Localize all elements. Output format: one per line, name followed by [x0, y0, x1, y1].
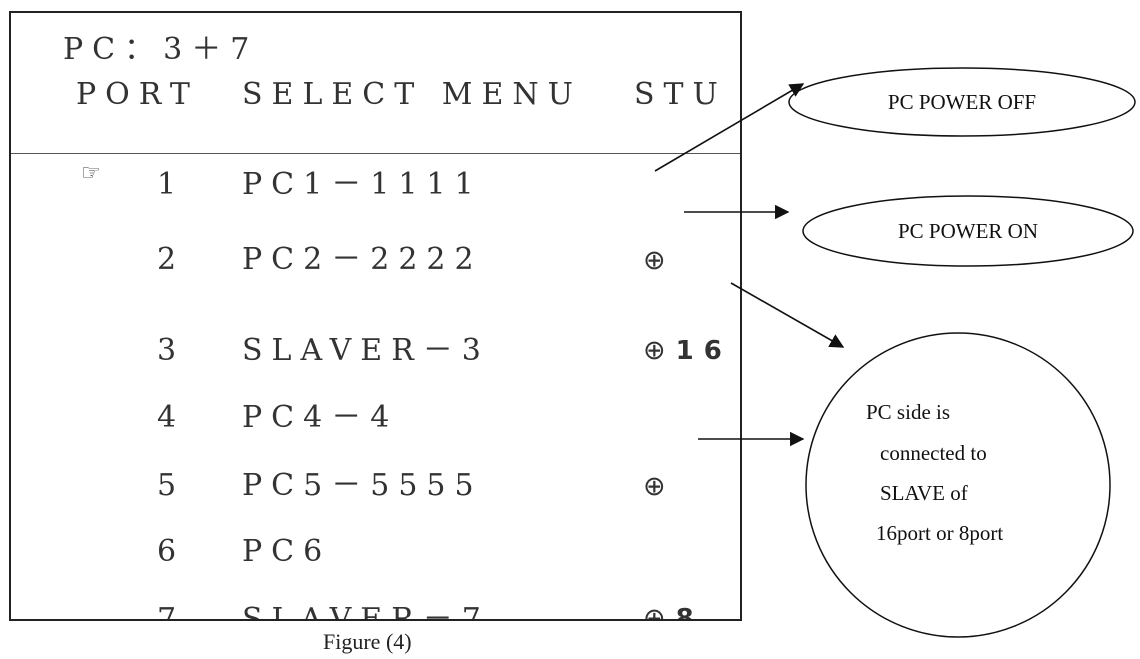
power-on-status-icon: ⊕8: [643, 603, 704, 621]
slave-port-count: 8: [675, 604, 704, 621]
power-on-callout: [802, 195, 1134, 267]
port-number: 2: [157, 242, 177, 277]
port-name: PC2－2222: [242, 242, 483, 277]
column-header-status: STU: [634, 77, 727, 112]
power-off-arrow: [654, 83, 805, 172]
slave-note-callout: [805, 332, 1111, 638]
port-number: 1: [157, 167, 177, 202]
port-name: SLAVER－3: [242, 333, 490, 368]
slave-note-line-2: connected to: [880, 441, 987, 465]
power-off-callout: [788, 67, 1136, 137]
power-on-label: PC POWER ON: [898, 219, 1038, 243]
status-glyph: ⊕: [643, 471, 666, 502]
port-number: 6: [157, 534, 177, 569]
port-name: PC5－5555: [242, 468, 483, 503]
port-number: 3: [157, 333, 177, 368]
slave-note-line-3: SLAVE of: [880, 481, 968, 505]
slave-note-line-4: 16port or 8port: [876, 521, 1003, 545]
port-number: 5: [157, 468, 177, 503]
port-select-screen: PC：3＋7 PORT SELECT MENU STU ☞ 1 PC1－1111…: [9, 11, 742, 621]
power-on-status-icon: ⊕ 16: [643, 337, 732, 364]
slave-diagonal-arrow: [730, 282, 845, 348]
power-on-status-icon: ⊕: [643, 473, 666, 500]
column-header-select-menu: SELECT MENU: [242, 77, 582, 112]
column-header-port: PORT: [76, 77, 199, 112]
port-name: PC4－4: [242, 400, 399, 435]
power-off-label: PC POWER OFF: [888, 90, 1036, 114]
status-glyph: ⊕: [643, 335, 666, 366]
power-on-status-icon: ⊕: [643, 247, 666, 274]
slave-note-line-1: PC side is: [866, 400, 950, 424]
slave-port-count: 16: [675, 336, 732, 366]
status-glyph: ⊕: [643, 245, 666, 276]
port-number: 7: [157, 602, 177, 621]
figure-caption: Figure (4): [323, 629, 412, 654]
port-number: 4: [157, 400, 177, 435]
status-glyph: ⊕: [643, 603, 666, 621]
port-name: SLAVER－7: [242, 602, 490, 621]
port-name: PC6: [242, 534, 332, 569]
header-divider: [11, 153, 740, 154]
header-pc-count: PC：3＋7: [63, 32, 259, 67]
port-name: PC1－1111: [242, 167, 483, 202]
pointer-icon: ☞: [81, 161, 101, 186]
